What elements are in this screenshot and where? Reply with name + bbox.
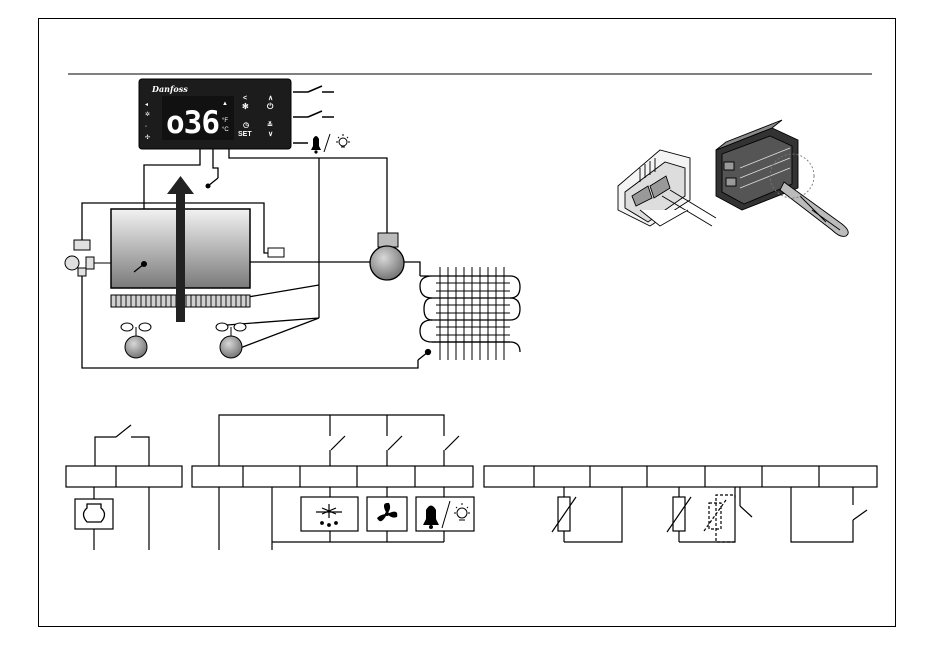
temperature-sensor-2-icon [667,497,691,532]
digital-input-switches [293,86,334,143]
temperature-sensor-1-icon [552,497,576,532]
terminal-strip-inputs [484,466,877,487]
compressor-icon [84,504,105,522]
terminal-strip-outputs [192,466,473,487]
heater-element [268,248,284,257]
mounting-illustration-controller [716,120,848,236]
evaporator-fan-2 [216,323,246,358]
alarm-bell-icon [311,136,321,150]
defrost-icon: ✻ [242,102,249,111]
fan-output-box [367,497,407,531]
set-label: SET [238,131,252,138]
evaporator-fan-1 [121,323,151,358]
alarm-light-output-box [416,497,474,531]
defrost-output-box [301,497,358,531]
compressor-symbol-box [75,499,113,529]
terminal-strip-power [66,466,182,487]
switch-1-icon [293,86,334,92]
mounting-illustration-connector [618,150,716,226]
fan-indicator-icon: ✣ [145,134,150,141]
display-value: o36 [166,105,219,141]
clock-icon: ◷ [243,122,249,129]
svg-text:∨: ∨ [268,131,273,138]
up-indicator-icon: ▲ [222,101,228,107]
power-icon: ⏻ [267,102,274,111]
defrost-indicator-icon: ✲ [145,111,150,118]
svg-text:∧: ∧ [268,95,273,102]
terminal-strips [66,466,877,487]
alarm-light-output [311,134,350,154]
deg-indicator-icon: °F [222,118,228,124]
solenoid-valve-icon [65,240,111,276]
optional-sensor-icon [704,495,735,542]
manual-defrost-icon: ≚ [267,121,273,129]
brand-logo: Danfoss [151,84,188,94]
light-bulb-icon [336,134,350,147]
controller: Danfoss o36 ◂ ✲ ◦ ✣ ▲ °F °C < ✻ ∧ ⏻ ◷ [139,79,291,149]
alarm-indicator-icon: ◦ [145,124,147,130]
condenser-coil [420,267,520,360]
svg-text:<: < [243,95,247,102]
compressor-icon [370,233,404,280]
deg-c-indicator-icon: °C [222,127,229,133]
switch-2-icon [293,111,334,117]
compressor-indicator-icon: ◂ [145,102,148,108]
up-power-button[interactable]: ∧ ⏻ [267,95,274,111]
